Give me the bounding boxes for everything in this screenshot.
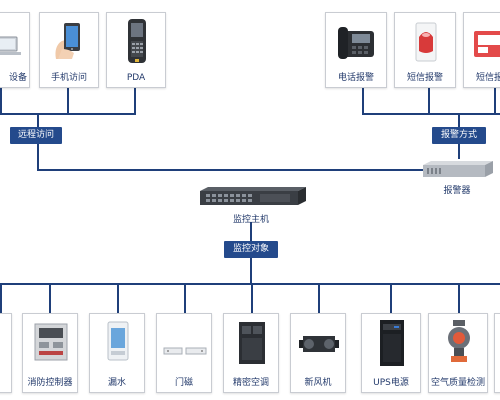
device-label-mobile: 手机访问 — [50, 73, 87, 83]
device-card-pc[interactable]: 设备 — [0, 12, 30, 88]
device-card-sms[interactable]: 短信报警 — [394, 12, 456, 88]
object-label-leak: 漏水 — [107, 378, 126, 388]
device-card-mobile[interactable]: 手机访问 — [39, 12, 99, 88]
bottom-drop-0 — [0, 283, 2, 313]
bottom-drop-2 — [117, 283, 119, 313]
object-card-air-quality[interactable]: 空气质量检测 — [428, 313, 488, 393]
gas-detector-icon — [448, 320, 470, 362]
remote-access-tag: 远程访问 — [10, 127, 62, 144]
device-label-pda: PDA — [126, 73, 146, 83]
alarm-device-label: 报警器 — [443, 186, 471, 196]
device-card-sms-2[interactable]: 短信报 — [463, 12, 500, 88]
device-card-phone[interactable]: 电话报警 — [325, 12, 387, 88]
bottom-drop-6 — [390, 283, 392, 313]
computer-icon — [0, 36, 21, 55]
object-card-ups[interactable]: UPS电源 — [361, 313, 421, 393]
object-label-air-quality: 空气质量检测 — [430, 378, 485, 388]
alarm-method-tag: 报警方式 — [432, 127, 486, 144]
bottom-bus — [0, 283, 500, 285]
object-card-fire[interactable]: 消防控制器 — [22, 313, 78, 393]
object-label-fresh-air: 新风机 — [304, 378, 332, 388]
top-right-bus — [362, 113, 500, 115]
alarm-device-icon — [423, 161, 493, 177]
device-label-sms-2: 短信报 — [476, 73, 500, 83]
object-card-partial-right[interactable] — [494, 313, 500, 393]
alarm-panel-icon — [474, 31, 500, 57]
monitoring-host-icon — [200, 187, 306, 205]
desk-phone-icon — [338, 27, 374, 59]
main-horizontal — [37, 169, 426, 171]
fresh-air-unit-icon — [299, 336, 339, 352]
fire-controller-icon — [34, 323, 68, 361]
device-label-sms: 短信报警 — [406, 73, 443, 83]
ups-cabinet-icon — [380, 320, 404, 366]
object-label-door: 门磁 — [174, 378, 193, 388]
bottom-drop-5 — [318, 283, 320, 313]
drop-device-1 — [0, 88, 2, 115]
hand-phone-icon — [55, 23, 80, 59]
object-card-door[interactable]: 门磁 — [156, 313, 212, 393]
object-card-leak[interactable]: 漏水 — [89, 313, 145, 393]
drop-device-3 — [134, 88, 136, 115]
drop-phone — [362, 88, 364, 115]
object-label-ac: 精密空调 — [232, 378, 269, 388]
drop-device-2 — [67, 88, 69, 115]
object-card-fresh-air[interactable]: 新风机 — [290, 313, 346, 393]
drop-sms-2 — [494, 88, 496, 115]
device-card-pda[interactable]: PDA — [106, 12, 166, 88]
precision-ac-icon — [239, 322, 265, 364]
siren-icon — [415, 22, 437, 62]
monitoring-host-label: 监控主机 — [232, 215, 269, 225]
bottom-drop-1 — [49, 283, 51, 313]
drop-sms — [428, 88, 430, 115]
door-contact-icon — [163, 347, 207, 355]
bottom-drop-3 — [184, 283, 186, 313]
object-card-ac[interactable]: 精密空调 — [223, 313, 279, 393]
object-card-partial[interactable] — [0, 313, 12, 393]
device-label-phone: 电话报警 — [337, 73, 374, 83]
object-label-fire: 消防控制器 — [27, 378, 73, 388]
leak-sensor-icon — [107, 321, 129, 361]
device-label-pc: 设备 — [8, 73, 27, 83]
object-label-ups: UPS电源 — [373, 378, 409, 388]
pda-scanner-icon — [128, 19, 146, 63]
bottom-drop-4 — [251, 283, 253, 313]
bottom-drop-7 — [458, 283, 460, 313]
monitor-objects-tag: 监控对象 — [224, 241, 278, 258]
